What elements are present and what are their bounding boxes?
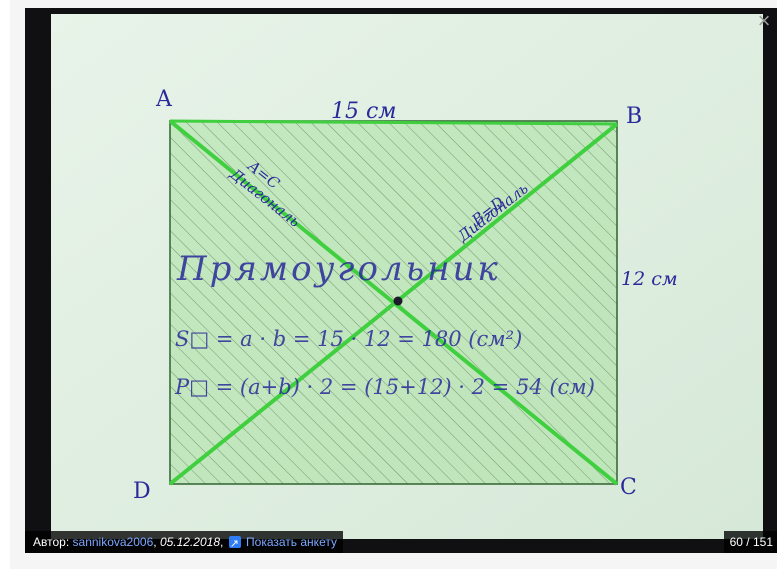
caption-separator: ,	[220, 535, 224, 549]
shape-title: Прямоугольник	[176, 249, 501, 289]
area-formula: S□ = a · b = 15 · 12 = 180 (см²)	[175, 327, 522, 351]
image-viewer: A B C D 15 см 12 см A=C Диагональ B=D Ди…	[25, 8, 777, 553]
photo-caption: Автор: sannikova2006, 05.12.2018, Показа…	[25, 531, 343, 555]
close-icon[interactable]: ×	[757, 8, 771, 33]
vertex-b-label: B	[626, 104, 642, 129]
vertex-c-label: C	[620, 475, 637, 500]
author-label: Автор:	[33, 535, 70, 549]
top-length-label: 15 см	[331, 99, 397, 124]
photo-date: 05.12.2018	[159, 535, 220, 549]
side-length-label: 12 см	[621, 268, 678, 290]
show-profile-link[interactable]: Показать анкету	[246, 535, 337, 549]
caption-separator: ,	[153, 535, 157, 549]
perimeter-formula: P□ = (a+b) · 2 = (15+12) · 2 = 54 (см)	[174, 375, 595, 399]
top-side-marker	[169, 119, 618, 126]
photo: A B C D 15 см 12 см A=C Диагональ B=D Ди…	[25, 8, 777, 553]
photo-counter: 60 / 151	[723, 531, 777, 553]
external-link-icon[interactable]	[228, 533, 241, 555]
vertex-d-label: D	[133, 479, 151, 504]
diagonal-intersection	[393, 296, 403, 306]
vertex-a-label: A	[155, 87, 173, 112]
author-link[interactable]: sannikova2006	[72, 535, 154, 549]
diagonal-bd	[168, 122, 619, 486]
